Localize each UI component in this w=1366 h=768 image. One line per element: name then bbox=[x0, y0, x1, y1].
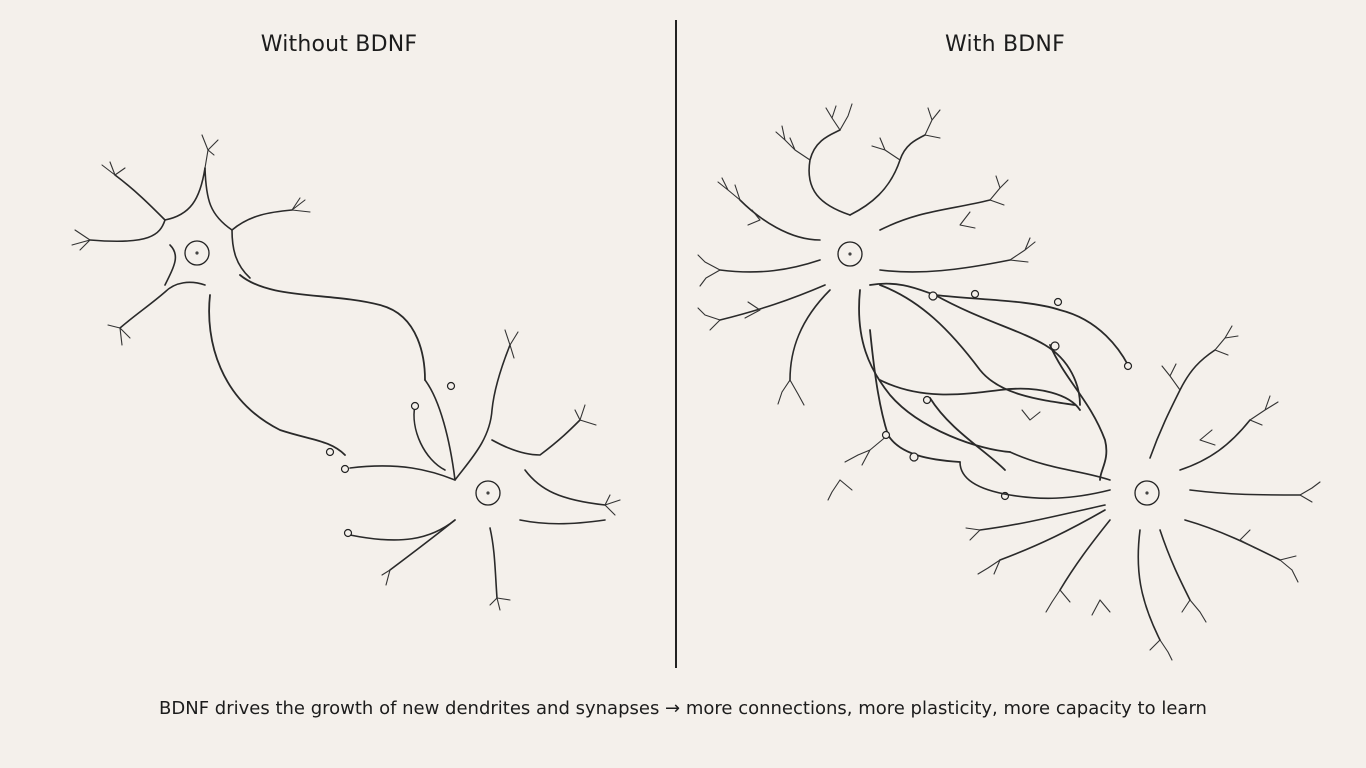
synapse-bouton bbox=[343, 528, 353, 538]
panel-title-with-bdnf: With BDNF bbox=[945, 32, 1065, 57]
synapse-bouton bbox=[325, 447, 335, 457]
synapse-bouton bbox=[970, 289, 980, 299]
left-neuron-lower bbox=[325, 329, 621, 611]
synapse-bouton bbox=[909, 452, 919, 462]
synapse-bouton bbox=[1053, 297, 1063, 307]
panel-divider bbox=[675, 20, 677, 668]
right-neuron-lower bbox=[959, 325, 1321, 661]
right-neurons bbox=[697, 103, 1321, 661]
synapse-bouton bbox=[881, 430, 891, 440]
left-neuron-upper bbox=[71, 134, 426, 456]
soma-left-lower bbox=[475, 480, 501, 506]
soma-left-upper bbox=[184, 240, 210, 266]
synapse-bouton bbox=[928, 291, 938, 301]
synapse-bouton bbox=[410, 401, 420, 411]
synapse-bouton bbox=[446, 381, 456, 391]
right-neuron-upper bbox=[697, 103, 1133, 501]
caption: BDNF drives the growth of new dendrites … bbox=[159, 698, 1207, 719]
panel-title-without-bdnf: Without BDNF bbox=[260, 32, 418, 57]
synapse-bouton bbox=[340, 464, 350, 474]
synapse-bouton bbox=[922, 395, 932, 405]
soma-right-lower bbox=[1134, 480, 1160, 506]
soma-right-upper bbox=[837, 241, 863, 267]
left-neurons bbox=[71, 134, 621, 611]
synapse-bouton bbox=[1123, 361, 1133, 371]
synapse-bouton bbox=[1050, 341, 1060, 351]
